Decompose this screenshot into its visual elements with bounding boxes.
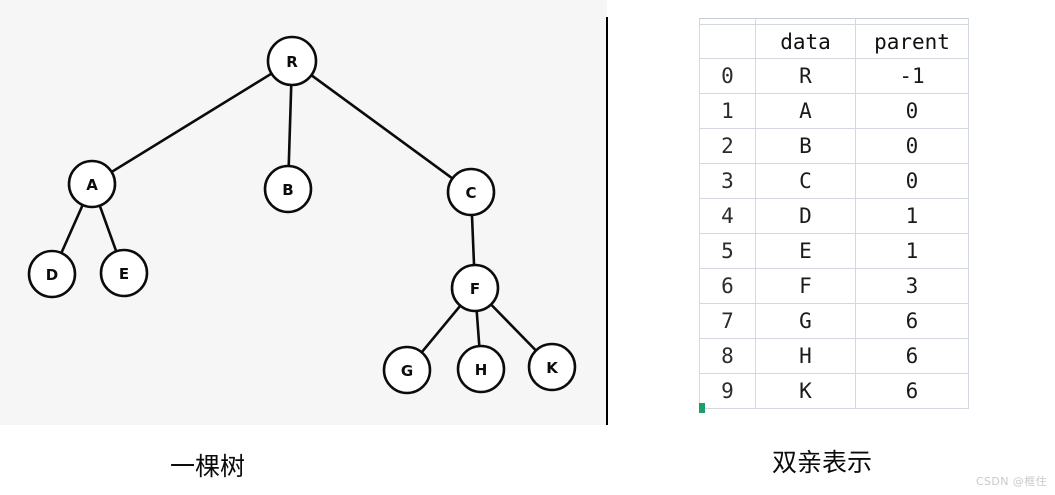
panel-divider <box>606 17 608 425</box>
right-caption: 双亲表示 <box>772 448 873 477</box>
header-cell-parent: parent <box>855 24 969 59</box>
tree-edge-f-g <box>420 304 462 354</box>
cell-parent[interactable]: 0 <box>855 93 969 129</box>
table-header-row: data parent <box>699 24 969 59</box>
node-label-k: K <box>546 359 559 377</box>
cell-data[interactable]: D <box>755 198 856 234</box>
cell-parent[interactable]: 0 <box>855 163 969 199</box>
cell-parent[interactable]: 1 <box>855 198 969 234</box>
cell-data[interactable]: K <box>755 373 856 409</box>
node-circle-g <box>382 345 432 395</box>
tree-node-g[interactable]: G <box>382 345 432 395</box>
cell-data[interactable]: E <box>755 233 856 269</box>
tree-node-e[interactable]: E <box>99 248 149 298</box>
cell-data[interactable]: H <box>755 338 856 374</box>
cell-data[interactable]: B <box>755 128 856 164</box>
header-cell-data: data <box>755 24 856 59</box>
cell-index[interactable]: 6 <box>699 268 756 304</box>
node-circle-b <box>263 164 313 214</box>
node-circle-d <box>27 249 77 299</box>
tree-edge-r-b <box>287 83 293 168</box>
tree-graph: R A B C D E F G H K <box>27 35 577 395</box>
tree-node-h[interactable]: H <box>456 344 506 394</box>
cell-parent[interactable]: 1 <box>855 233 969 269</box>
node-circle-h <box>456 344 506 394</box>
node-label-a: A <box>86 176 98 194</box>
cell-index[interactable]: 2 <box>699 128 756 164</box>
watermark: CSDN @框住 <box>975 475 1047 488</box>
node-circle-r <box>266 35 318 87</box>
cell-index[interactable]: 5 <box>699 233 756 269</box>
cell-index[interactable]: 9 <box>699 373 756 409</box>
node-label-h: H <box>475 361 488 379</box>
tree-edge-a-d <box>60 203 84 255</box>
cell-index[interactable]: 8 <box>699 338 756 374</box>
tree-edge-r-a <box>110 72 273 174</box>
tree-edge-c-f <box>470 213 476 267</box>
node-label-c: C <box>465 184 476 202</box>
tree-node-a[interactable]: A <box>67 159 117 209</box>
cell-index[interactable]: 4 <box>699 198 756 234</box>
tree-node-r[interactable]: R <box>266 35 318 87</box>
tree-node-group: R A B C D E F G H K <box>27 35 577 395</box>
node-label-d: D <box>46 266 58 284</box>
tree-node-f[interactable]: F <box>450 263 500 313</box>
cell-parent[interactable]: 6 <box>855 373 969 409</box>
node-circle-f <box>450 263 500 313</box>
tree-edge-f-k <box>489 303 538 352</box>
node-label-r: R <box>286 53 298 71</box>
cell-data[interactable]: F <box>755 268 856 304</box>
cell-parent[interactable]: 0 <box>855 128 969 164</box>
tree-edge-f-h <box>475 309 481 348</box>
node-circle-c <box>446 167 496 217</box>
tree-diagram-panel: R A B C D E F G H K <box>0 0 607 425</box>
cell-parent[interactable]: 6 <box>855 338 969 374</box>
cell-parent[interactable]: -1 <box>855 58 969 94</box>
cell-data[interactable]: C <box>755 163 856 199</box>
cell-data[interactable]: R <box>755 58 856 94</box>
cell-data[interactable]: A <box>755 93 856 129</box>
node-label-g: G <box>401 362 413 380</box>
left-caption: 一棵树 <box>170 452 246 481</box>
node-circle-e <box>99 248 149 298</box>
cell-data[interactable]: G <box>755 303 856 339</box>
cell-index[interactable]: 1 <box>699 93 756 129</box>
cell-index[interactable]: 3 <box>699 163 756 199</box>
cell-parent[interactable]: 6 <box>855 303 969 339</box>
node-circle-k <box>527 342 577 392</box>
tree-edge-group <box>60 72 538 354</box>
tree-node-b[interactable]: B <box>263 164 313 214</box>
header-corner-cell <box>699 24 756 59</box>
node-label-b: B <box>282 181 293 199</box>
tree-node-c[interactable]: C <box>446 167 496 217</box>
tree-edge-r-c <box>310 73 454 180</box>
tree-node-d[interactable]: D <box>27 249 77 299</box>
tree-edge-a-e <box>98 204 118 253</box>
node-circle-a <box>67 159 117 209</box>
node-label-f: F <box>470 280 480 298</box>
cell-index[interactable]: 0 <box>699 58 756 94</box>
sheet-selection-marker[interactable] <box>699 403 705 413</box>
cell-index[interactable]: 7 <box>699 303 756 339</box>
node-label-e: E <box>119 265 129 283</box>
cell-parent[interactable]: 3 <box>855 268 969 304</box>
tree-node-k[interactable]: K <box>527 342 577 392</box>
